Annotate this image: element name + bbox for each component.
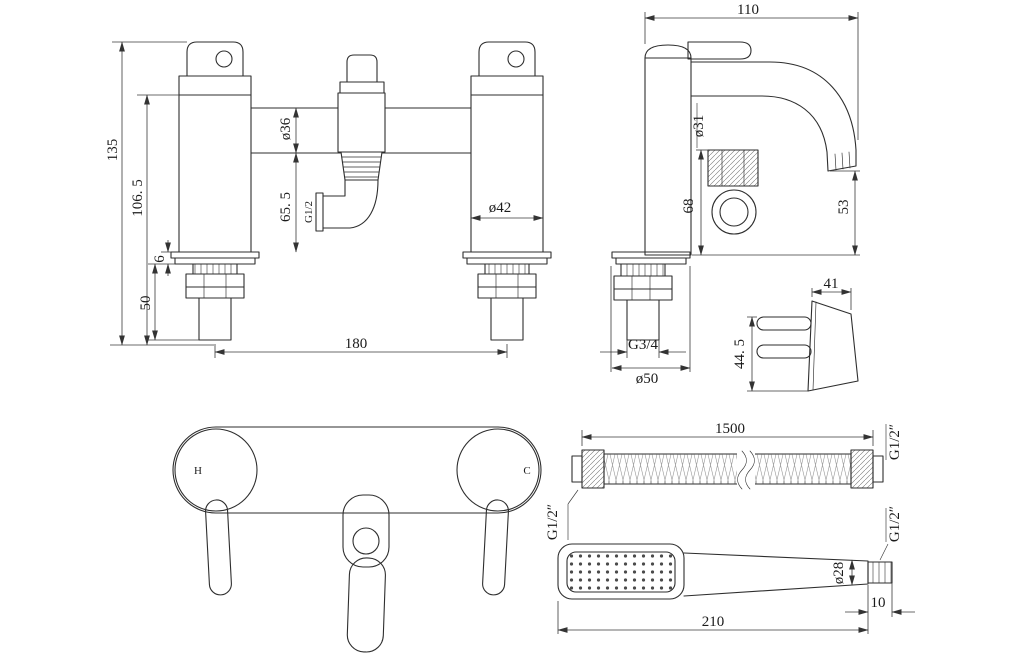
right-shank-nut [477,273,537,288]
side-shank-nut [613,275,673,290]
label-shank-thread: G3/4 [628,337,659,353]
dim-bracket-width: 41 [824,276,839,292]
label-hose-outlet-thread: G1/2″ [887,424,903,460]
bracket-fork-upper [756,316,812,331]
handset-thread-stub [867,561,893,584]
diverter-pull [352,527,380,555]
handset-head [557,543,685,600]
shower-hose-view [571,449,884,490]
cold-handle [456,428,540,512]
handset-spray-face [566,551,676,593]
front-view-dimensions: 135 106. 5 ø36 65. 5 G1/2 6 50 180 ø42 [105,41,544,358]
side-inlet-tail [626,299,660,341]
right-pillar-body [470,75,544,253]
right-shank-thread [484,263,530,275]
dim-bracket-height: 44. 5 [732,339,748,369]
bracket-fork-lower [756,344,812,359]
label-hot: H [194,465,202,477]
left-shank-nut [185,273,245,288]
cold-lever [482,499,509,596]
dim-hose-length: 1500 [715,421,745,437]
handset-dimensions: ø28 10 210 G1/2″ [557,506,915,634]
mixer-handle-view: H C [172,426,542,653]
hot-lever [205,499,232,596]
hose-dimensions: 1500 G1/2″ G1/2″ [545,421,903,540]
dim-thread-length: 10 [871,595,886,611]
dim-handset-diameter: ø28 [831,562,847,585]
spout-front [346,557,386,653]
hose-left-nut [581,449,605,489]
aerator [340,151,383,181]
hose-break-symbol [737,450,755,490]
mixer-body-bar [172,426,542,514]
dim-spout-height: 53 [836,200,852,215]
left-cap-screw [215,50,233,68]
side-view-dimensions: 110 ø31 68 53 G3/4 ø50 [600,2,860,387]
side-body [644,57,692,256]
dim-handset-length: 210 [702,614,725,630]
right-handle-cap [478,41,536,77]
side-view [611,41,857,341]
dim-hole-centres: 180 [345,336,368,352]
handset-view [557,543,893,600]
hot-handle [174,428,258,512]
diverter-knob [346,54,378,83]
front-view [170,41,552,341]
label-outlet-thread: G1/2 [303,201,315,223]
left-handle-cap [186,41,244,77]
dim-shank-length: 50 [138,296,154,311]
left-inlet-tail [198,297,232,341]
hose-connection [711,189,757,235]
diverter-body [337,92,386,153]
dim-base-diameter: ø50 [636,371,659,387]
dim-outlet-drop: 65. 5 [278,192,294,222]
diverter-front [342,494,390,568]
wall-bracket-view [756,300,859,392]
outlet-face [315,192,324,232]
right-cap-screw [507,50,525,68]
label-body-diameter: ø31 [691,115,707,138]
dim-overall-height: 135 [105,139,121,162]
dim-projection: 110 [737,2,759,18]
dim-flange-thickness: 6 [152,255,168,263]
bracket-dimensions: 41 44. 5 [732,276,852,392]
dim-pillar-diameter: ø42 [489,200,512,216]
shower-outlet-elbow [322,179,379,229]
hose-right-nut [850,449,874,489]
bracket-body [807,300,859,392]
right-inlet-tail [490,297,524,341]
dim-tube-diameter: ø36 [278,117,294,140]
label-handset-thread: G1/2″ [887,506,903,542]
left-pillar-body [178,75,252,253]
shower-union-nut [707,149,759,187]
label-hose-inlet-thread: G1/2″ [545,504,561,540]
side-shank-thread [620,263,666,277]
side-spout [690,61,857,172]
dim-body-height: 106. 5 [130,179,146,217]
side-lever [687,41,752,60]
hose-braid [603,453,852,485]
left-shank-thread [192,263,238,275]
dim-deck-to-outlet: 68 [681,199,697,214]
label-cold: C [523,465,530,477]
